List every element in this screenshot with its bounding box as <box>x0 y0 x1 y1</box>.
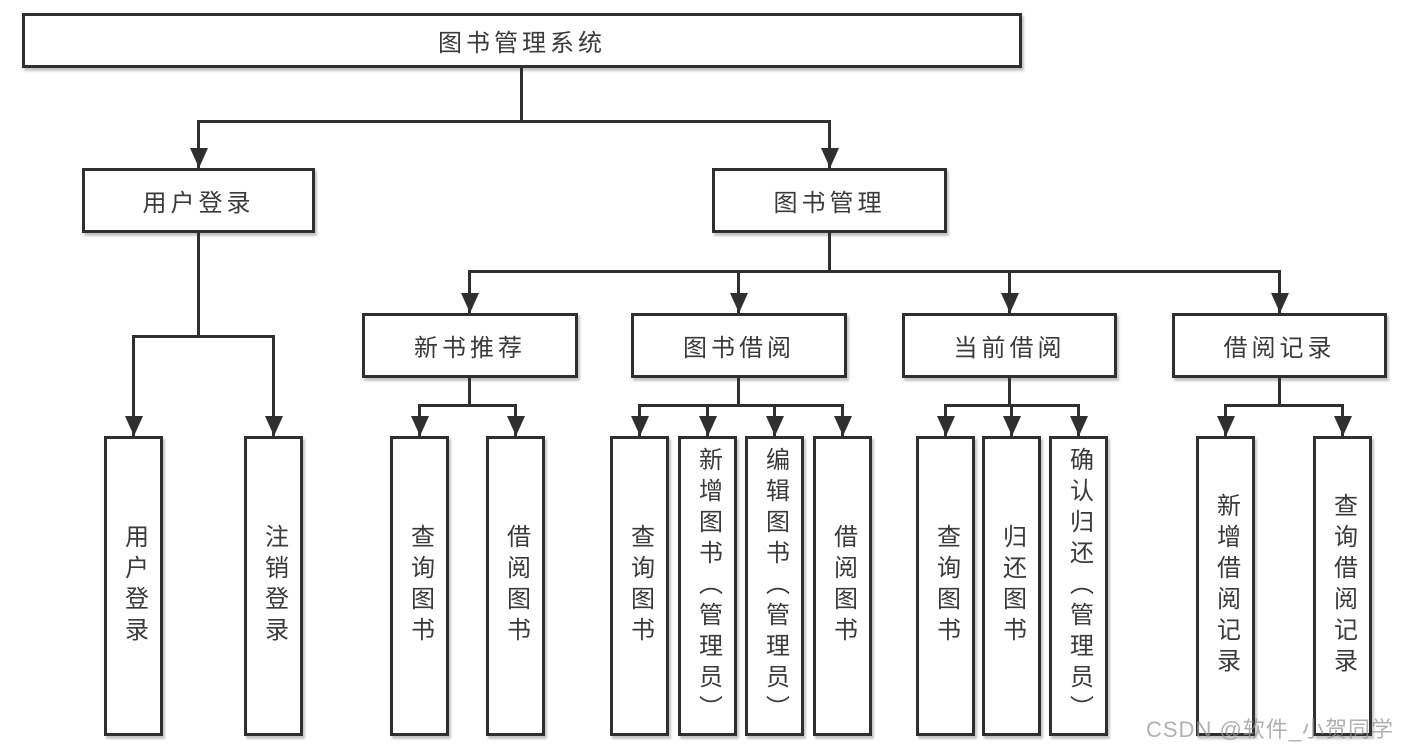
leaf-nb-borrow-books: 借阅图书 <box>486 436 545 736</box>
node-library-management-system: 图书管理系统 <box>22 13 1022 68</box>
arrow-to-nb-query-books <box>418 404 421 436</box>
connector-book-borrow-stem <box>737 378 740 406</box>
arrow-to-user-login <box>197 120 200 168</box>
arrow-to-current-borrow <box>1008 270 1011 313</box>
node-label: 借阅记录 <box>1223 335 1336 362</box>
leaf-label: 查询图书 <box>626 524 654 648</box>
leaf-cb-query-books: 查询图书 <box>916 436 975 736</box>
connector-new-book-split <box>418 404 517 407</box>
node-current-borrow: 当前借阅 <box>902 313 1117 378</box>
leaf-br-query-borrow-record: 查询借阅记录 <box>1313 436 1372 736</box>
arrow-to-borrow-records <box>1278 270 1281 313</box>
node-label: 图书借阅 <box>683 335 795 362</box>
arrow-to-cb-query-books <box>944 404 947 436</box>
connector-book-management-stem <box>828 233 831 272</box>
arrow-to-br-add-record <box>1224 404 1227 436</box>
leaf-label: 查询借阅记录 <box>1329 493 1357 679</box>
connector-new-book-stem <box>468 378 471 406</box>
arrow-to-bb-edit-books <box>773 404 776 436</box>
arrow-to-cb-return-books <box>1010 404 1013 436</box>
node-borrow-records: 借阅记录 <box>1172 313 1387 378</box>
leaf-label: 借阅图书 <box>502 524 530 648</box>
arrow-to-cb-confirm-return <box>1077 404 1080 436</box>
arrow-to-leaf-logout <box>272 335 275 436</box>
arrow-to-nb-borrow-books <box>514 404 517 436</box>
connector-book-management-split <box>469 270 1281 273</box>
arrow-to-bb-add-books <box>706 404 709 436</box>
node-label: 当前借阅 <box>953 335 1066 362</box>
leaf-user-login: 用户登录 <box>104 436 163 736</box>
arrow-to-book-management <box>828 120 831 168</box>
connector-root-split <box>197 120 831 123</box>
leaf-label: 用户登录 <box>120 524 148 648</box>
csdn-watermark: CSDN @软件_小贺同学 <box>1146 717 1395 742</box>
connector-user-login-stem <box>197 233 200 337</box>
node-user-login: 用户登录 <box>82 168 315 233</box>
node-book-borrow: 图书借阅 <box>631 313 847 378</box>
node-label: 新书推荐 <box>414 335 526 362</box>
node-book-management: 图书管理 <box>712 168 947 233</box>
leaf-label: 新增借阅记录 <box>1212 493 1240 679</box>
connector-borrow-records-stem <box>1278 378 1281 406</box>
arrow-to-br-query-record <box>1341 404 1344 436</box>
leaf-label: 查询图书 <box>932 524 960 648</box>
arrow-to-book-borrow <box>737 270 740 313</box>
leaf-label: 查询图书 <box>406 524 434 648</box>
leaf-label: 借阅图书 <box>829 524 857 648</box>
arrow-to-bb-borrow-books <box>841 404 844 436</box>
connector-borrow-records-split <box>1224 404 1344 407</box>
node-new-book-recommend: 新书推荐 <box>362 313 578 378</box>
connector-user-login-split <box>132 335 275 338</box>
connector-book-borrow-split <box>638 404 844 407</box>
leaf-logout: 注销登录 <box>244 436 303 736</box>
leaf-label: 确认归还（管理员） <box>1065 446 1093 726</box>
leaf-cb-return-books: 归还图书 <box>982 436 1041 736</box>
leaf-label: 新增图书（管理员） <box>694 446 722 726</box>
node-label: 用户登录 <box>142 190 255 217</box>
leaf-label: 编辑图书（管理员） <box>761 446 789 726</box>
leaf-br-add-borrow-record: 新增借阅记录 <box>1196 436 1255 736</box>
leaf-bb-borrow-books: 借阅图书 <box>813 436 872 736</box>
node-label: 图书管理系统 <box>438 30 606 57</box>
connector-current-borrow-stem <box>1008 378 1011 406</box>
leaf-nb-query-books: 查询图书 <box>390 436 449 736</box>
arrow-to-new-book-recommend <box>468 270 471 313</box>
connector-root-stem <box>520 68 523 122</box>
arrow-to-leaf-user-login <box>132 335 135 436</box>
node-label: 图书管理 <box>773 190 886 217</box>
leaf-bb-query-books: 查询图书 <box>610 436 669 736</box>
leaf-label: 注销登录 <box>260 524 288 648</box>
arrow-to-bb-query-books <box>638 404 641 436</box>
leaf-bb-edit-books-admin: 编辑图书（管理员） <box>745 436 804 736</box>
leaf-bb-add-books-admin: 新增图书（管理员） <box>678 436 737 736</box>
leaf-cb-confirm-return-admin: 确认归还（管理员） <box>1049 436 1108 736</box>
leaf-label: 归还图书 <box>998 524 1026 648</box>
